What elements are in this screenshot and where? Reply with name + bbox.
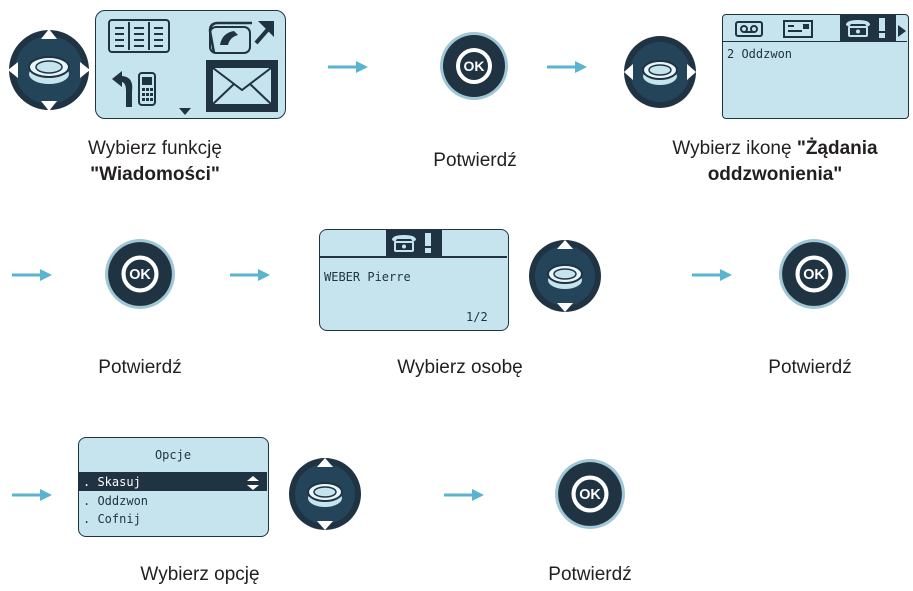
options-selected-row[interactable]: [79, 472, 267, 491]
step3-caption-line2: oddzwonienia": [707, 164, 843, 185]
svg-text:OK: OK: [803, 267, 825, 283]
scroll-down-indicator-icon: [179, 101, 191, 120]
option-item-selected[interactable]: . Skasuj: [83, 475, 141, 489]
ok-button-icon[interactable]: OK: [439, 31, 509, 101]
step6-caption: Potwierdź: [768, 357, 852, 378]
step1-caption-line2: "Wiadomości": [90, 164, 220, 185]
callback-phone-icon: [108, 69, 160, 115]
arrow-right-icon: [547, 60, 587, 78]
phone-alert-icon: [386, 230, 442, 256]
svg-text:OK: OK: [129, 267, 151, 283]
step3-caption: Wybierz ikonę "Żądania oddzwonienia": [640, 136, 910, 188]
arrow-right-icon: [12, 488, 52, 506]
arrow-right-icon: [692, 268, 732, 286]
arrow-right-icon: [444, 488, 484, 506]
nav-joystick-icon[interactable]: [622, 34, 698, 110]
step3-caption-bold: "Żądania: [796, 138, 878, 159]
tab-scroll-right-icon: [898, 22, 906, 41]
ok-button-icon[interactable]: OK: [554, 458, 626, 530]
sms-card-icon: [783, 20, 813, 42]
nav-joystick-icon[interactable]: [527, 238, 603, 314]
person-screen: WEBER Pierre 1/2: [319, 229, 509, 331]
option-item[interactable]: . Oddzwon: [83, 494, 149, 508]
step4-caption: Potwierdź: [98, 357, 182, 378]
person-counter-text: 1/2: [466, 310, 488, 324]
ok-button-icon[interactable]: OK: [104, 238, 176, 310]
phone-transfer-icon: [208, 17, 278, 59]
voicemail-icon: [735, 21, 763, 41]
options-title: Opcje: [154, 448, 192, 462]
phone-alert-icon: [840, 15, 896, 41]
ok-button-icon[interactable]: OK: [778, 238, 850, 310]
nav-joystick-icon[interactable]: [6, 27, 92, 113]
step5-caption: Wybierz osobę: [397, 357, 523, 378]
tab-bar-divider: [320, 256, 507, 258]
step7-caption: Wybierz opcję: [140, 564, 260, 585]
menu-list-icon: [108, 19, 170, 57]
envelope-icon: [206, 60, 278, 116]
options-screen: Opcje . Skasuj . Oddzwon . Cofnij: [78, 437, 269, 537]
option-label-skasuj: Skasuj: [97, 475, 141, 489]
step1-caption: Wybierz funkcję "Wiadomości": [40, 136, 270, 188]
arrow-right-icon: [230, 268, 270, 286]
step3-caption-plain: Wybierz ikonę: [672, 138, 797, 159]
nav-joystick-icon[interactable]: [287, 456, 363, 532]
arrow-right-icon: [328, 60, 368, 78]
step1-caption-line1: Wybierz funkcję: [88, 138, 222, 159]
person-name-text: WEBER Pierre: [324, 270, 411, 284]
option-label-oddzwon: Oddzwon: [97, 494, 149, 508]
option-item[interactable]: . Cofnij: [83, 512, 141, 526]
callback-list-screen: 2 Oddzwon: [722, 14, 909, 119]
svg-text:OK: OK: [579, 487, 601, 503]
arrow-right-icon: [12, 268, 52, 286]
updown-selector-icon: [247, 475, 259, 494]
step8-caption: Potwierdź: [548, 564, 632, 585]
callback-count-text: 2 Oddzwon: [727, 47, 793, 61]
main-menu-screen: [95, 10, 286, 119]
step2-caption: Potwierdź: [433, 150, 517, 171]
option-label-cofnij: Cofnij: [97, 512, 141, 526]
svg-text:OK: OK: [464, 58, 485, 74]
tab-bar: [723, 15, 907, 42]
